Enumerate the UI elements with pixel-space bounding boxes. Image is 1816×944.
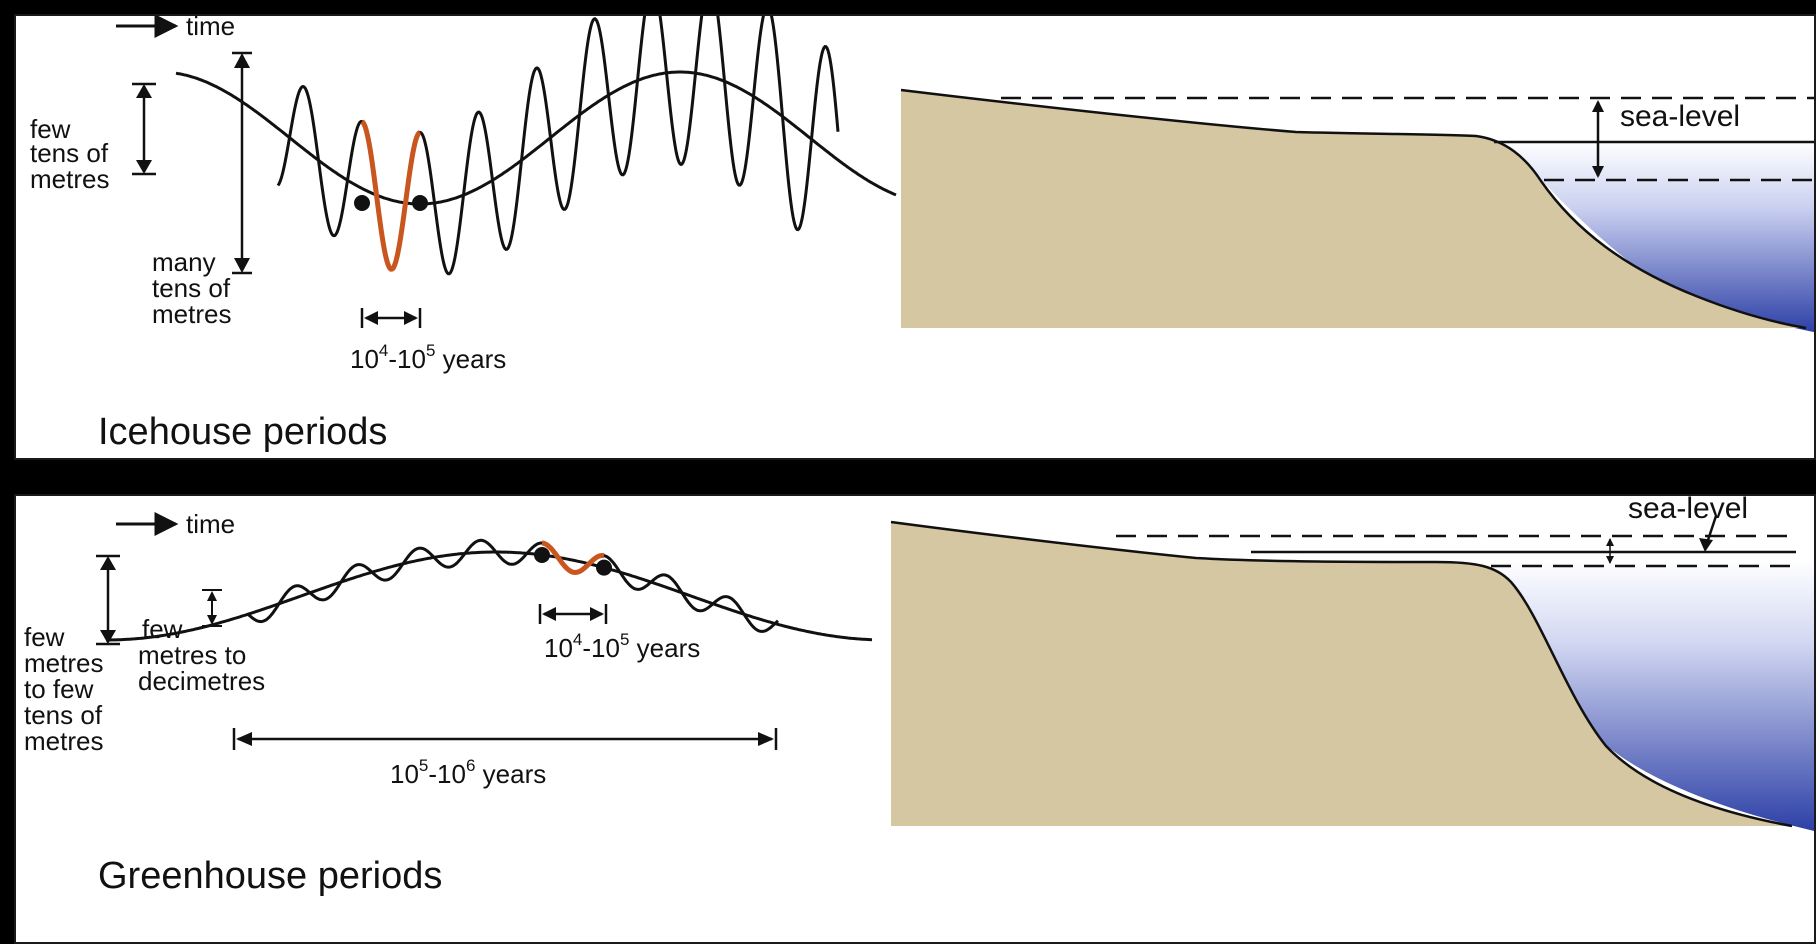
many-tens-line2: tens of [152, 273, 231, 303]
long-term-sea-level-curve [175, 70, 897, 206]
left-amp-line5: metres [24, 726, 103, 756]
highlighted-cycle-segment [541, 540, 605, 576]
short-term-amplitude-bracket [202, 589, 222, 627]
panel-title: Icehouse periods [98, 411, 387, 453]
sea-level-label: sea-level [1620, 100, 1740, 133]
shelf-cross-section: sea-level [890, 496, 1814, 831]
short-cycle-duration-bracket [538, 604, 608, 624]
few-tens-bracket [132, 82, 156, 176]
time-arrow: time [116, 509, 235, 539]
greenhouse-diagram: time few metres to few tens of metres fe… [24, 496, 1814, 897]
shelf-sediment [891, 522, 1792, 826]
small-amp-line3: decimetres [138, 666, 265, 696]
left-amp-line1: few [24, 622, 65, 652]
many-tens-line1: many [152, 247, 216, 277]
shelf-cross-section: sea-level [900, 88, 1814, 333]
small-amp-line2: metres to [138, 640, 246, 670]
many-tens-line3: metres [152, 299, 231, 329]
sea-level-label: sea-level [1628, 496, 1748, 525]
long-cycle-label: 105-106 years [390, 756, 546, 789]
left-amp-line3: to few [24, 674, 94, 704]
seawater [1316, 560, 1814, 831]
high-frequency-oscillation-curve [276, 16, 840, 276]
greenhouse-panel: time few metres to few tens of metres fe… [14, 494, 1816, 944]
left-amp-line4: tens of [24, 700, 103, 730]
few-tens-line3: metres [30, 164, 109, 194]
cycle-end-point [412, 195, 428, 211]
shelf-outline [890, 520, 1793, 828]
seawater [1491, 142, 1814, 333]
highlighted-cycle-segment [360, 119, 422, 272]
cycle-end-point [596, 559, 612, 576]
cycle-duration-bracket [360, 308, 422, 328]
time-label: time [186, 16, 235, 41]
many-tens-bracket [232, 51, 252, 275]
small-amp-line1: few [142, 614, 183, 644]
time-arrow: time [116, 16, 235, 41]
icehouse-panel: time few tens of metres many tens of met… [14, 14, 1816, 460]
short-cycle-label: 104-105 years [544, 630, 700, 663]
cycle-start-point [354, 195, 370, 211]
long-term-amplitude-bracket [96, 554, 120, 646]
few-tens-line1: few [30, 114, 71, 144]
cycle-duration-label: 104-105 years [350, 341, 506, 374]
high-frequency-oscillation-curve [246, 538, 780, 633]
shelf-outline [900, 88, 1807, 330]
few-tens-line2: tens of [30, 138, 109, 168]
panel-title: Greenhouse periods [98, 855, 442, 897]
icehouse-diagram: time few tens of metres many tens of met… [30, 16, 1814, 453]
left-amp-line2: metres [24, 648, 103, 678]
shelf-sediment [901, 90, 1806, 328]
time-label: time [186, 509, 235, 539]
long-cycle-duration-bracket [232, 728, 778, 750]
cycle-start-point [534, 547, 550, 563]
